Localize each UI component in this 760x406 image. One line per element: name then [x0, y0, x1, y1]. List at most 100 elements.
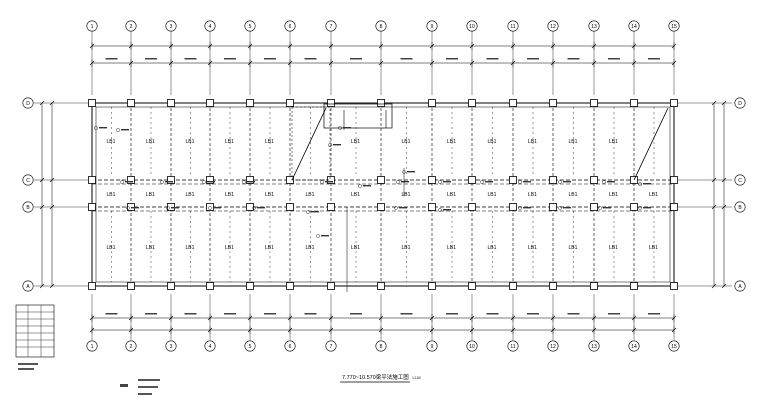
- column-10A: [468, 282, 476, 290]
- svg-text:6: 6: [289, 344, 292, 350]
- legend-table: [15, 304, 55, 370]
- slab-label: LB1: [488, 245, 497, 251]
- slab-label: LB1: [402, 245, 411, 251]
- axis-bubble-top-8: 8: [375, 20, 387, 32]
- column-6C: [286, 176, 294, 184]
- building-outline: [91, 102, 675, 287]
- slab-label: LB1: [265, 139, 274, 145]
- beam-tag: [638, 182, 651, 186]
- dim-value: [400, 58, 413, 60]
- beam-tag: [638, 206, 651, 210]
- dim-value: [486, 58, 499, 60]
- dim-value: [350, 313, 362, 315]
- column-1D: [88, 99, 96, 107]
- dim-value: [527, 58, 539, 60]
- column-5B: [246, 203, 254, 211]
- axis-bubble-bottom-13: 13: [588, 340, 600, 352]
- column-12B: [549, 203, 557, 211]
- column-11C: [509, 176, 517, 184]
- column-3C: [167, 176, 175, 184]
- svg-text:7: 7: [330, 344, 333, 350]
- svg-text:14: 14: [631, 344, 637, 350]
- column-10C: [468, 176, 476, 184]
- column-5A: [246, 282, 254, 290]
- svg-text:2: 2: [130, 24, 133, 30]
- column-1C: [88, 176, 96, 184]
- axis-bubble-top-10: 10: [466, 20, 478, 32]
- beam-tag: [518, 206, 531, 210]
- beam-tag: [396, 180, 409, 184]
- slab-label: LB1: [609, 192, 618, 198]
- column-8B: [377, 203, 385, 211]
- svg-text:D: D: [26, 101, 30, 107]
- column-9B: [428, 203, 436, 211]
- slab-label: LB1: [265, 245, 274, 251]
- grid-axis-bubbles: 1122334455667788991010111112121313141415…: [22, 20, 746, 352]
- column-2A: [127, 282, 135, 290]
- column-6B: [286, 203, 294, 211]
- beam-tag: [602, 180, 615, 184]
- dim-value: [608, 313, 620, 315]
- slab-label: LB1: [569, 245, 578, 251]
- axis-bubble-right-C: C: [734, 174, 746, 186]
- slab-label: LB1: [225, 139, 234, 145]
- axis-bubble-bottom-14: 14: [628, 340, 640, 352]
- svg-text:12: 12: [550, 24, 556, 30]
- beam-tag: [438, 180, 451, 184]
- column-3A: [167, 282, 175, 290]
- svg-text:8: 8: [380, 24, 383, 30]
- notes-block: [120, 379, 160, 395]
- beam-tag: [126, 206, 139, 210]
- beam-tag: [202, 180, 215, 184]
- svg-text:4: 4: [209, 344, 212, 350]
- column-2D: [127, 99, 135, 107]
- column-11B: [509, 203, 517, 211]
- beam-tag: [208, 206, 221, 210]
- svg-text:3: 3: [170, 344, 173, 350]
- column-4D: [206, 99, 214, 107]
- axis-bubble-bottom-5: 5: [244, 340, 256, 352]
- drawing-title: 7.770~10.570梁平法施工图: [342, 373, 409, 381]
- svg-text:13: 13: [591, 24, 597, 30]
- svg-text:11: 11: [510, 24, 515, 30]
- beam-tag: [320, 180, 333, 184]
- beam-tag: [306, 210, 319, 214]
- slab-label: LB1: [306, 192, 315, 198]
- slab-label: LB1: [447, 139, 456, 145]
- dim-value: [264, 313, 276, 315]
- slab-label: LB1: [107, 245, 116, 251]
- column-4A: [206, 282, 214, 290]
- bottom-bay-dim: [89, 314, 677, 322]
- dim-value: [567, 58, 580, 60]
- column-5C: [246, 176, 254, 184]
- axis-bubble-top-12: 12: [547, 20, 559, 32]
- beam-tag: [558, 206, 571, 210]
- dim-value: [304, 58, 317, 60]
- svg-text:15: 15: [671, 344, 677, 350]
- slab-label: LB1: [402, 139, 411, 145]
- slab-label: LB1: [351, 192, 360, 198]
- slab-label: LB1: [146, 139, 155, 145]
- column-15C: [670, 176, 678, 184]
- svg-text:6: 6: [289, 24, 292, 30]
- dim-value: [145, 58, 157, 60]
- dim-value: [486, 313, 499, 315]
- axis-bubble-top-1: 1: [86, 20, 98, 32]
- bottom-overall-dim: [89, 326, 677, 334]
- axis-bubble-left-B: B: [22, 201, 34, 213]
- column-10D: [468, 99, 476, 107]
- slab-label: LB1: [146, 245, 155, 251]
- side-dim-left2: [49, 100, 55, 289]
- beam-tag: [252, 206, 265, 210]
- column-13D: [590, 99, 598, 107]
- axis-bubble-bottom-15: 15: [668, 340, 680, 352]
- svg-text:13: 13: [591, 344, 597, 350]
- column-12C: [549, 176, 557, 184]
- axis-bubble-top-15: 15: [668, 20, 680, 32]
- top-overall-dim: [89, 42, 677, 50]
- beam-tag: [438, 208, 451, 212]
- svg-text:12: 12: [550, 344, 556, 350]
- axis-bubble-bottom-8: 8: [375, 340, 387, 352]
- dim-value: [304, 313, 317, 315]
